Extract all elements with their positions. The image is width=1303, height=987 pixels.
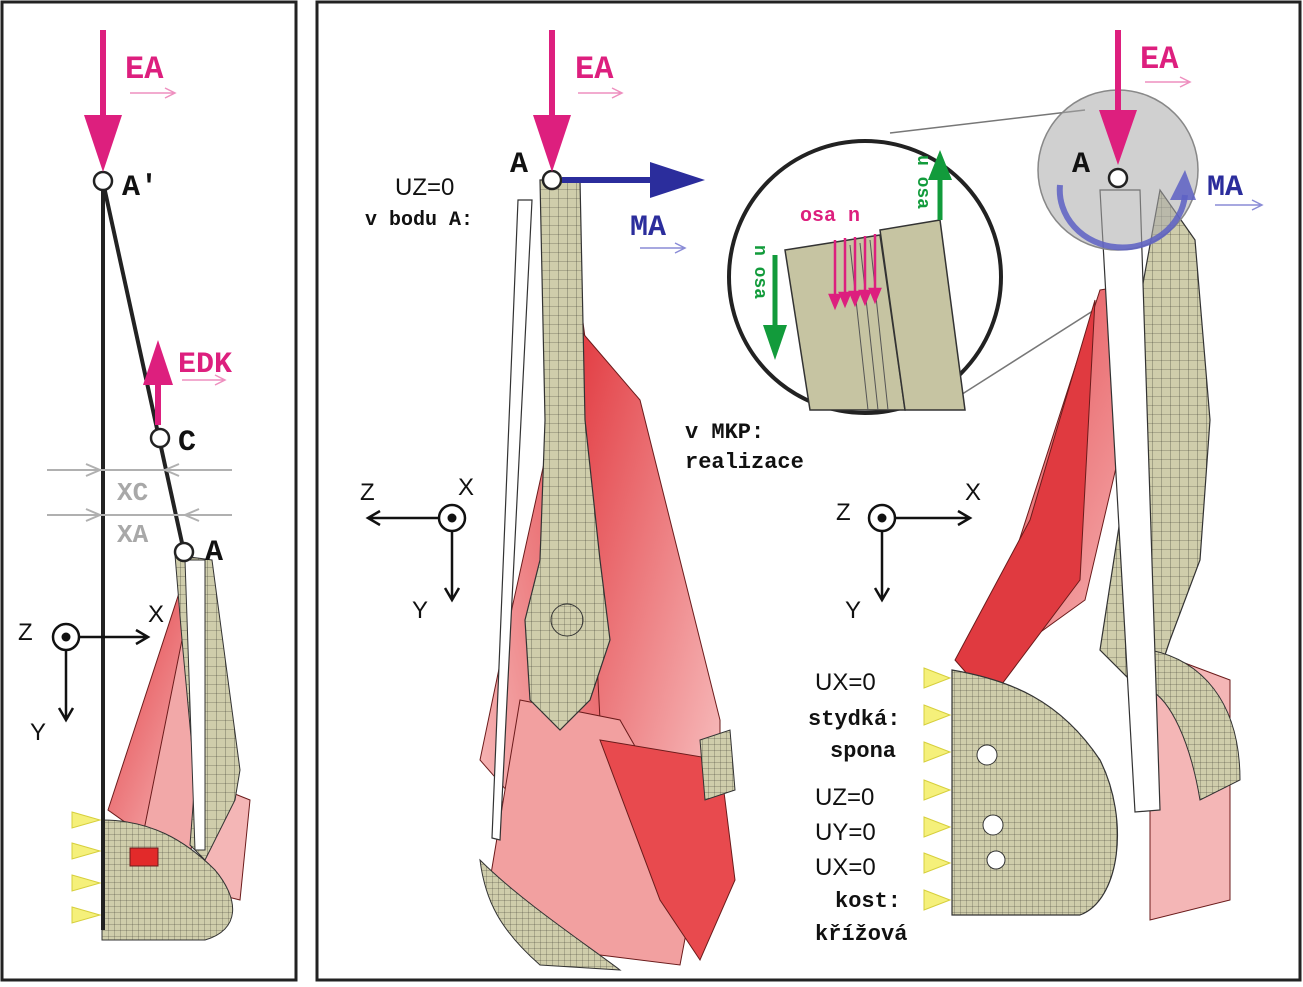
right-axis-y: Y bbox=[845, 597, 861, 624]
middle-note-uz: UZ=0 bbox=[395, 174, 454, 201]
detail-green-arrow-up bbox=[928, 150, 952, 220]
middle-moment-ma-label: MA bbox=[630, 211, 666, 245]
right-node-a bbox=[1107, 167, 1129, 189]
middle-moment-ma-arrow bbox=[562, 162, 705, 198]
dimension-lines bbox=[47, 463, 232, 522]
support-label-4: UZ=0 bbox=[815, 784, 874, 811]
label-a: A bbox=[205, 536, 223, 570]
middle-axis-x: X bbox=[458, 474, 474, 501]
middle-label-a: A bbox=[510, 148, 528, 182]
detail-label-mid: n osa bbox=[749, 245, 769, 299]
dim-xa-label: XA bbox=[117, 520, 149, 550]
right-support-labels: UX=0 stydká: spona UZ=0 UY=0 UX=0 kost: … bbox=[808, 669, 907, 947]
label-a-prime: A' bbox=[122, 171, 158, 205]
middle-force-ea-label: EA bbox=[575, 51, 614, 88]
middle-force-ea-arrow bbox=[533, 30, 571, 172]
force-ea-arrow bbox=[84, 30, 122, 172]
right-force-ea-vector-mark bbox=[1145, 76, 1192, 88]
left-axis-y: Y bbox=[30, 719, 46, 746]
force-edk-arrow bbox=[143, 340, 173, 425]
detail-caption-line1: v MKP: bbox=[685, 420, 764, 445]
right-moment-ma-vector-mark bbox=[1215, 199, 1264, 211]
node-c bbox=[149, 427, 171, 449]
right-axis-z: Z bbox=[836, 499, 851, 526]
left-axis-x: X bbox=[148, 601, 164, 628]
support-label-8: křížová bbox=[815, 922, 907, 947]
support-label-1: UX=0 bbox=[815, 669, 876, 696]
left-bone bbox=[101, 554, 241, 941]
force-edk-label: EDK bbox=[178, 348, 232, 382]
detail-label-right: osa n bbox=[800, 205, 860, 228]
right-moment-ma-label: MA bbox=[1207, 171, 1243, 205]
inclined-member bbox=[101, 181, 186, 553]
right-supports bbox=[923, 667, 952, 911]
support-label-5: UY=0 bbox=[815, 819, 876, 846]
support-label-3: spona bbox=[830, 739, 896, 764]
support-label-7: kost: bbox=[835, 889, 901, 914]
middle-force-ea-vector-mark bbox=[578, 87, 624, 99]
left-panel: XC XA A' C A EA EDK X Y Z bbox=[18, 30, 251, 941]
right-axes bbox=[867, 503, 973, 603]
middle-moment-ma-vector-mark bbox=[640, 242, 687, 254]
left-axes bbox=[51, 622, 151, 723]
middle-axes bbox=[365, 503, 467, 603]
detail-green-arrow-down bbox=[763, 255, 787, 360]
node-a bbox=[173, 541, 195, 563]
middle-axis-z: Z bbox=[360, 479, 375, 506]
middle-note-point: v bodu A: bbox=[365, 209, 473, 232]
right-panel: A EA MA X Y Z UX=0 stydká: spona UZ bbox=[808, 30, 1264, 947]
middle-axis-y: Y bbox=[412, 597, 428, 624]
left-axis-z: Z bbox=[18, 619, 33, 646]
label-c: C bbox=[178, 426, 196, 460]
right-panel-frame bbox=[315, 0, 1302, 982]
left-supports bbox=[71, 811, 102, 924]
detail-label-top: u osa bbox=[912, 155, 932, 209]
right-axis-x: X bbox=[965, 479, 981, 506]
node-a-prime bbox=[92, 170, 114, 192]
force-edk-vector-mark bbox=[182, 374, 227, 386]
support-label-2: stydká: bbox=[808, 707, 900, 732]
middle-panel: A EA MA UZ=0 v bodu A: X Y Z bbox=[360, 30, 736, 971]
right-moment-ma-arrow bbox=[1056, 170, 1196, 251]
dim-xc-label: XC bbox=[117, 478, 148, 508]
middle-node-a bbox=[541, 169, 563, 191]
right-force-ea-label: EA bbox=[1140, 41, 1179, 78]
detail-pink-arrows bbox=[828, 234, 882, 311]
detail-callout: u osa n osa osa n v MKP: realizace bbox=[685, 109, 1111, 475]
right-label-a: A bbox=[1072, 148, 1090, 182]
middle-white-strut bbox=[491, 199, 533, 841]
force-ea-label: EA bbox=[125, 51, 164, 88]
detail-caption-line2: realizace bbox=[685, 450, 804, 475]
force-ea-vector-mark bbox=[130, 87, 177, 99]
middle-bone bbox=[479, 179, 736, 971]
left-panel-frame bbox=[0, 0, 298, 982]
right-force-ea-arrow bbox=[1099, 30, 1137, 165]
support-label-6: UX=0 bbox=[815, 854, 876, 881]
